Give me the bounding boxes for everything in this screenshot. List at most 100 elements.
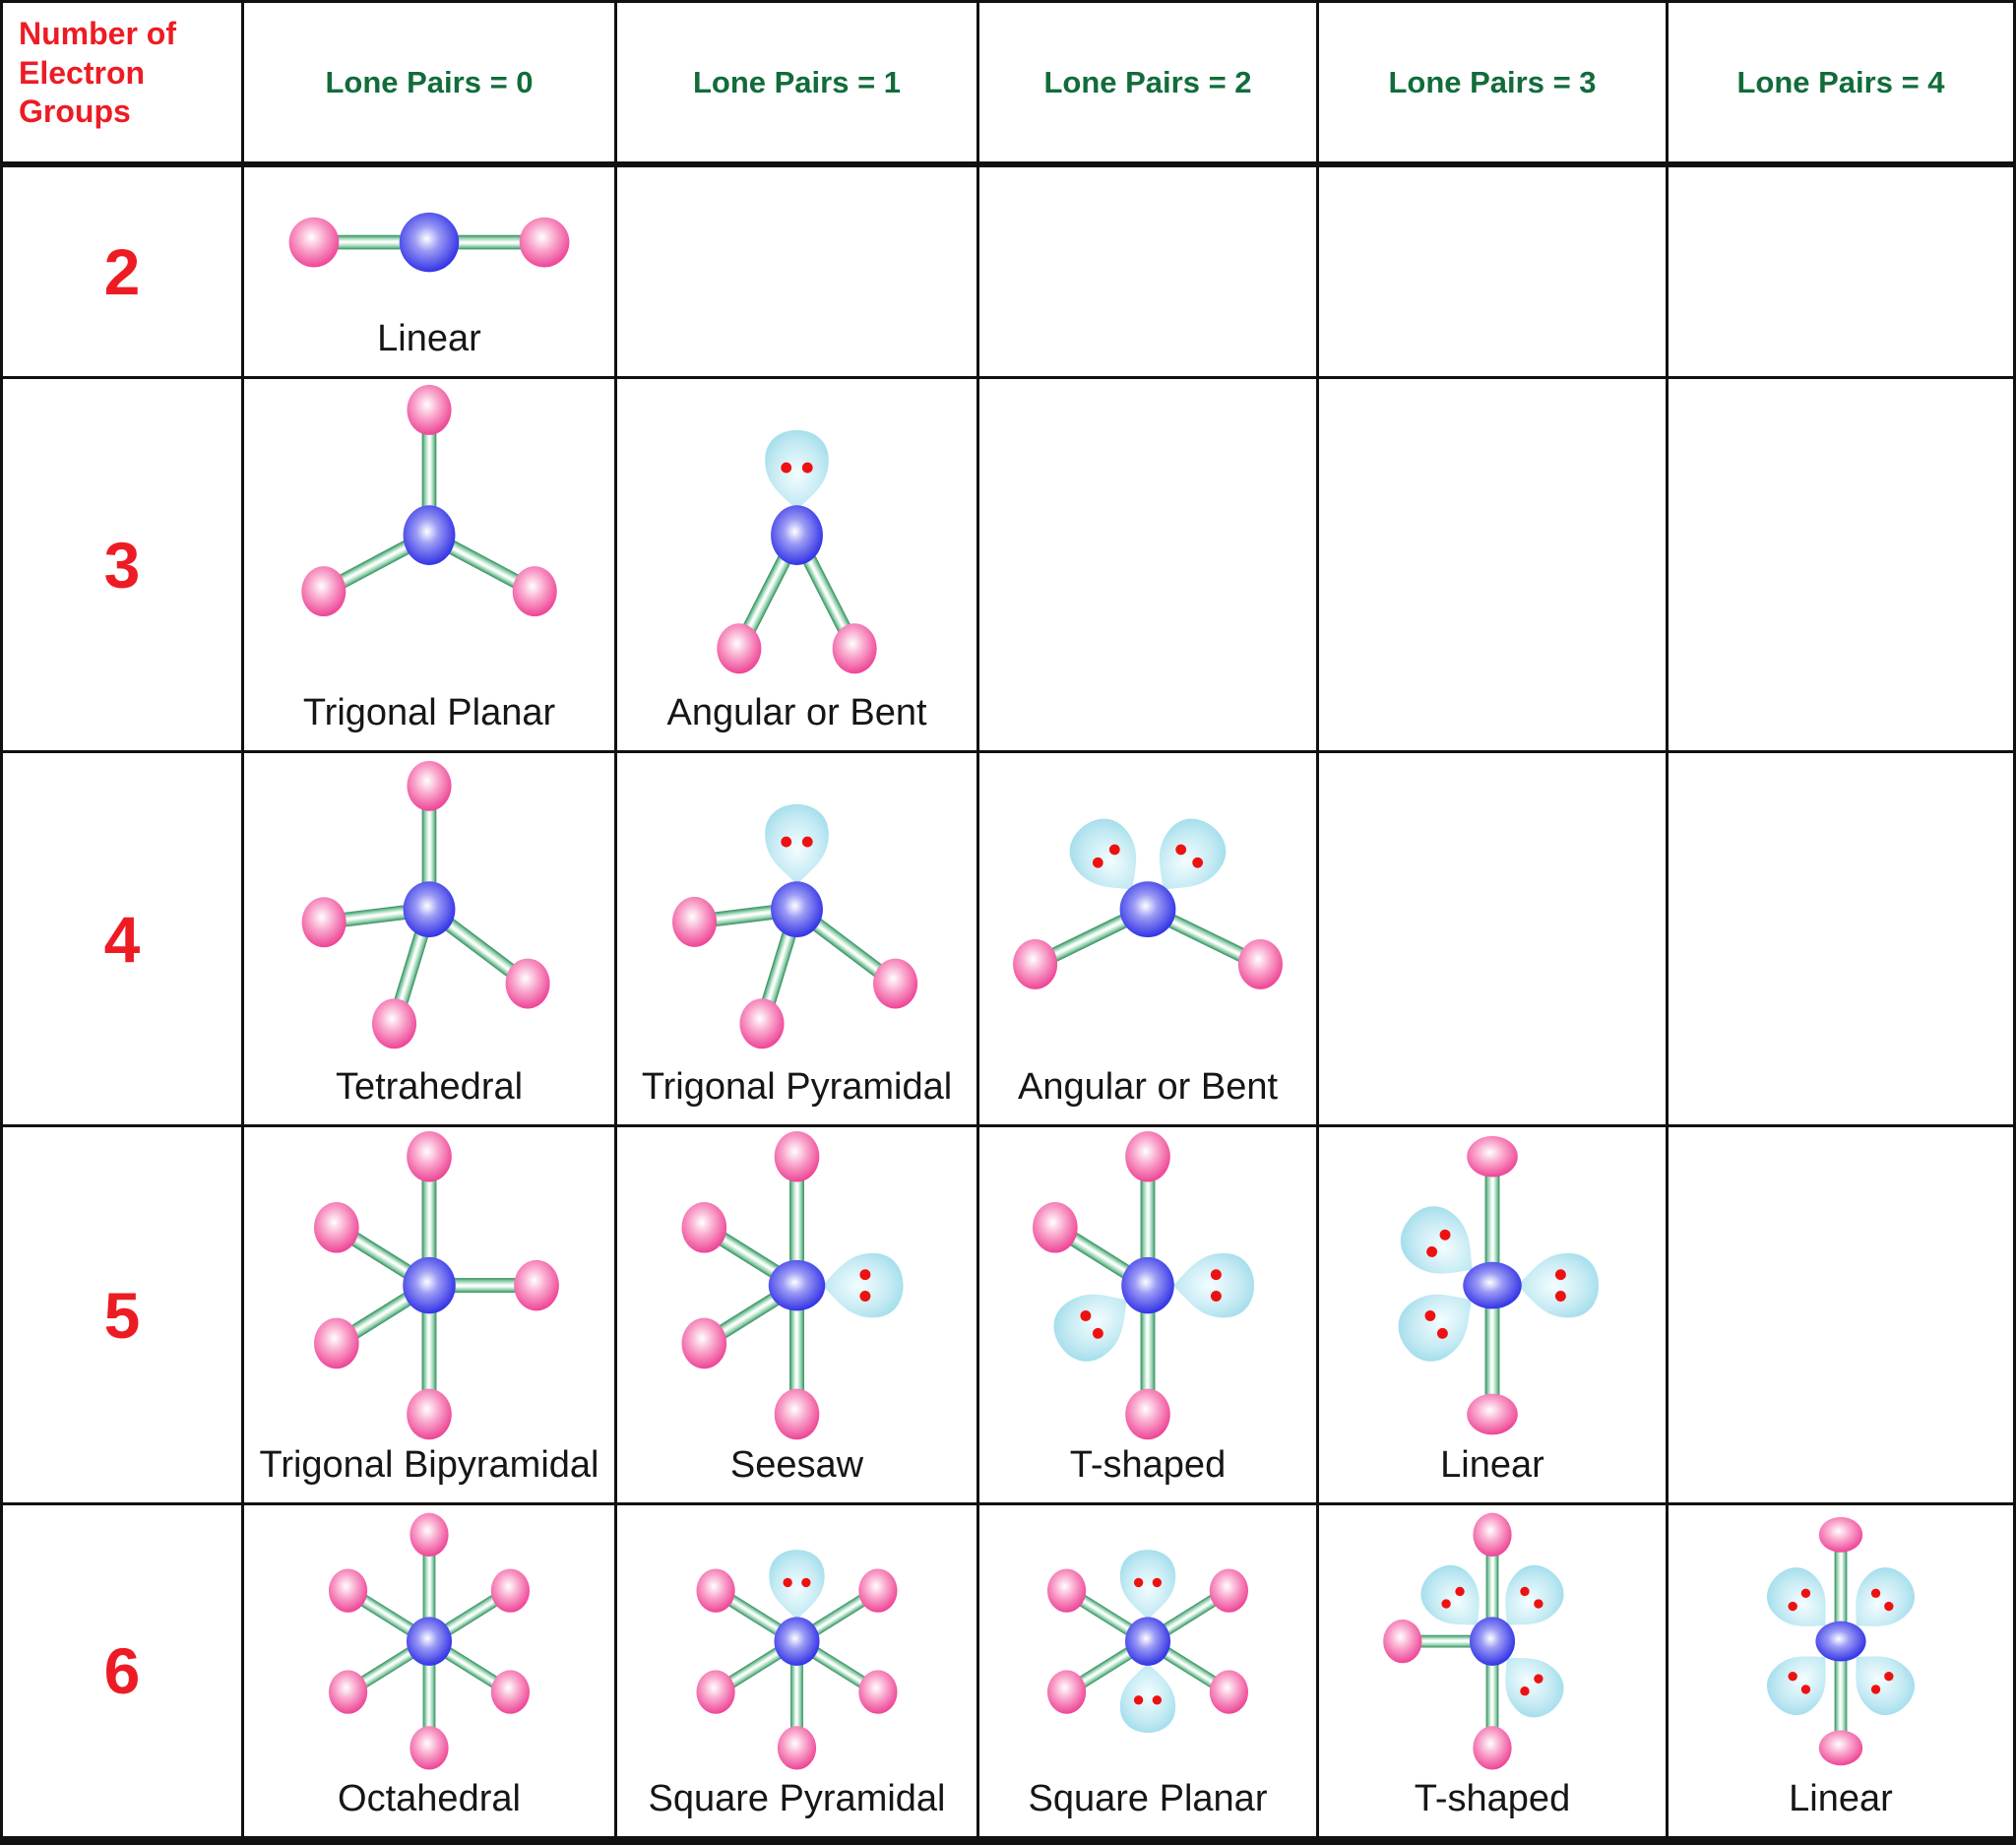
bonds <box>313 234 545 250</box>
central-atom <box>1121 1256 1174 1314</box>
row-header-5-groups: 5 <box>3 1127 244 1505</box>
terminal-atom <box>314 1201 359 1253</box>
molecule-seesaw-diagram <box>681 1130 904 1440</box>
terminal-atom <box>1473 1512 1512 1558</box>
electron-dot <box>1424 1310 1436 1321</box>
column-header-lone-pairs-3: Lone Pairs = 3 <box>1319 3 1669 167</box>
column-header-lone-pairs-4: Lone Pairs = 4 <box>1669 3 2013 167</box>
electron-dot <box>1175 844 1187 856</box>
bond <box>422 1534 436 1636</box>
bond <box>313 234 424 250</box>
bond <box>421 786 437 904</box>
electron-dot <box>1788 1601 1797 1612</box>
column-header-label: Lone Pairs = 2 <box>1043 64 1252 99</box>
lone-pairs <box>1398 1206 1600 1362</box>
terminal-atom <box>1125 1388 1170 1440</box>
bond <box>694 903 792 929</box>
electron-dot <box>1192 857 1204 868</box>
corner-header-cell: Number of Electron Groups <box>3 3 244 167</box>
terminal-atom <box>739 998 785 1050</box>
terminal-atom <box>410 1726 449 1770</box>
bond <box>1150 1586 1231 1643</box>
electron-dot <box>1520 1586 1530 1597</box>
geometry-label: Seesaw <box>729 1444 864 1487</box>
bond <box>1151 907 1262 970</box>
terminal-atom <box>832 623 877 674</box>
molecule-t-shaped-diagram <box>1033 1130 1255 1440</box>
geometry-label: Angular or Bent <box>666 692 927 734</box>
bond <box>1140 1291 1156 1415</box>
terminal-atom <box>1033 1201 1078 1253</box>
terminal-atom <box>514 1259 559 1311</box>
bond <box>431 1640 513 1696</box>
electron-dot <box>1534 1674 1544 1684</box>
cell-trigonal-bipyramidal: Trigonal Bipyramidal <box>244 1127 617 1505</box>
electron-dot <box>1554 1269 1566 1281</box>
bond <box>334 1284 427 1348</box>
lone-pair <box>1053 1294 1127 1362</box>
cell-empty <box>979 379 1319 753</box>
terminal-atom <box>301 566 346 617</box>
row-header-2-groups: 2 <box>3 167 244 379</box>
electron-dot <box>1080 1310 1092 1321</box>
molecule-linear-diagram <box>288 212 570 273</box>
terminal-atom <box>696 1670 735 1714</box>
molecule-t-shaped-diagram <box>1383 1512 1564 1770</box>
cell-octahedral: Octahedral <box>244 1505 617 1836</box>
geometry-label: T-shaped <box>1069 1444 1227 1487</box>
terminal-atom <box>1013 938 1058 989</box>
terminal-atom <box>672 896 718 947</box>
central-atom <box>1463 1261 1522 1309</box>
terminal-atom <box>288 217 340 268</box>
bond <box>798 909 899 987</box>
terminal-atom <box>328 1670 368 1714</box>
bond <box>1150 1640 1231 1696</box>
column-header-lone-pairs-2: Lone Pairs = 2 <box>979 3 1319 167</box>
lone-pair <box>765 429 829 511</box>
cell-empty <box>617 167 979 379</box>
cell-empty <box>1669 167 2013 379</box>
geometry-label: Linear <box>377 318 481 360</box>
lone-pair <box>769 1550 825 1620</box>
electron-dot <box>1092 857 1103 868</box>
terminal-atom <box>1046 1568 1087 1613</box>
central-atom <box>1469 1617 1516 1666</box>
bonds <box>322 410 536 597</box>
terminal-atom <box>301 897 346 948</box>
lone-pair <box>1398 1294 1472 1362</box>
molecule-square-pyramidal-diagram <box>696 1550 898 1770</box>
bonds <box>346 1534 513 1749</box>
bond <box>790 1646 803 1749</box>
lone-pairs <box>822 1252 904 1318</box>
bond <box>421 1156 437 1280</box>
bond <box>702 1223 794 1287</box>
bond <box>334 1223 427 1287</box>
electron-dot <box>1884 1671 1894 1682</box>
molecule-trigonal-planar-diagram <box>301 384 557 617</box>
row-header-4-groups: 4 <box>3 753 244 1127</box>
bond <box>714 1640 794 1696</box>
bonds <box>1034 907 1262 970</box>
bond <box>1052 1223 1146 1287</box>
central-atom <box>771 881 823 937</box>
electron-groups-count: 3 <box>103 528 141 602</box>
bond <box>733 539 799 651</box>
cell-t-shaped-6: T-shaped <box>1319 1505 1669 1836</box>
terminal-atom <box>407 384 452 435</box>
bond <box>422 1646 436 1749</box>
electron-dot <box>1520 1686 1530 1696</box>
lone-pair <box>1400 1206 1473 1274</box>
bond <box>799 1586 880 1643</box>
cell-trigonal-pyramidal: Trigonal Pyramidal <box>617 753 979 1127</box>
bonds <box>323 786 531 1025</box>
electron-dot <box>1534 1599 1544 1609</box>
bond <box>1034 907 1145 970</box>
cell-angular-bent-4: Angular or Bent <box>979 753 1319 1127</box>
terminal-atom <box>519 217 570 268</box>
bond <box>323 903 424 929</box>
bonds <box>1402 1534 1499 1749</box>
bond <box>1485 1646 1499 1749</box>
bond <box>434 1278 537 1294</box>
terminal-atom <box>407 1130 452 1182</box>
